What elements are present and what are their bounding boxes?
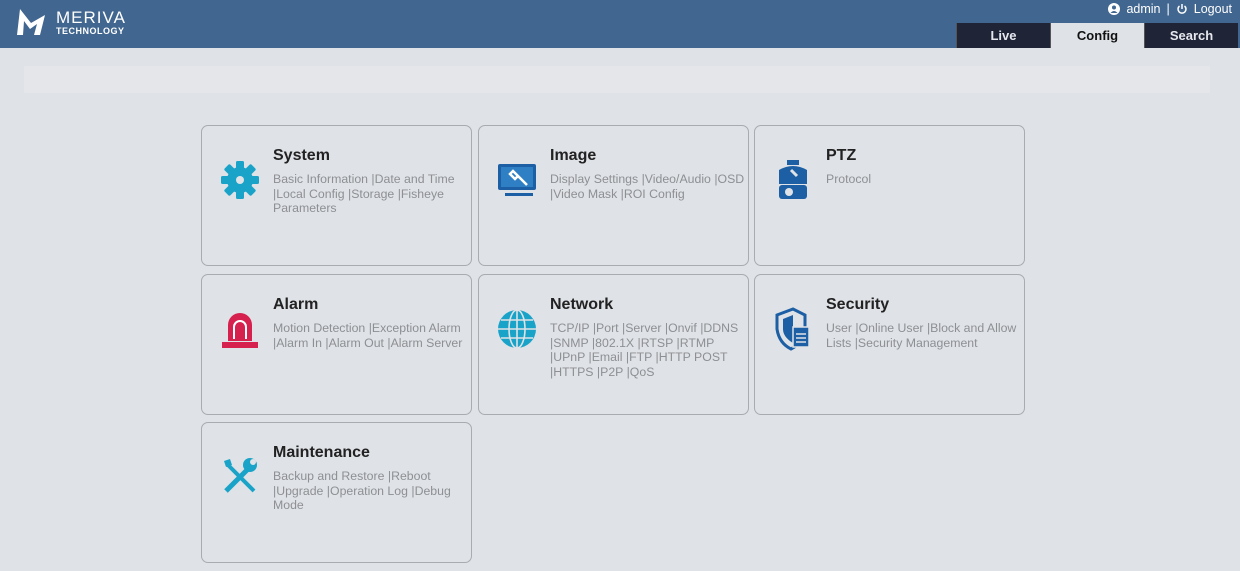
logout-link[interactable]: Logout — [1193, 2, 1232, 16]
monitor-wrench-icon — [495, 158, 539, 202]
card-links: Motion Detection |Exception Alarm |Alarm… — [273, 321, 463, 350]
tools-icon — [218, 455, 262, 499]
card-links: User |Online User |Block and Allow Lists… — [826, 321, 1017, 350]
link-port[interactable]: Port — [596, 321, 619, 335]
link-email[interactable]: Email — [591, 350, 623, 365]
card-links: Backup and Restore |Reboot |Upgrade |Ope… — [273, 469, 451, 513]
user-icon — [1108, 3, 1121, 15]
link-fisheye-parameters[interactable]: Fisheye Parameters — [273, 186, 444, 216]
link-protocol[interactable]: Protocol — [826, 172, 872, 186]
link-alarm-out[interactable]: Alarm Out — [328, 335, 384, 350]
config-card-network[interactable]: Network TCP/IP |Port |Server |Onvif |DDN… — [478, 274, 749, 415]
link-alarm-server[interactable]: Alarm Server — [390, 335, 463, 350]
link-security-management[interactable]: Security Management — [857, 335, 978, 350]
config-card-image[interactable]: Image Display Settings |Video/Audio |OSD… — [478, 125, 749, 266]
link-rtsp[interactable]: RTSP — [640, 335, 674, 350]
card-title[interactable]: PTZ — [826, 147, 857, 164]
link-tcp-ip[interactable]: TCP/IP — [550, 321, 590, 335]
link-alarm-in[interactable]: Alarm In — [276, 335, 322, 350]
link-basic-information[interactable]: Basic Information — [273, 172, 369, 186]
config-card-system[interactable]: System Basic Information |Date and Time … — [201, 125, 472, 266]
globe-icon — [495, 307, 539, 351]
gear-icon — [218, 158, 262, 202]
card-links: Display Settings |Video/Audio |OSD |Vide… — [550, 172, 745, 201]
link-debug-mode[interactable]: Debug Mode — [273, 483, 451, 513]
link-motion-detection[interactable]: Motion Detection — [273, 321, 366, 335]
link-qos[interactable]: QoS — [629, 364, 655, 379]
link-display-settings[interactable]: Display Settings — [550, 172, 639, 186]
link-local-config[interactable]: Local Config — [276, 186, 345, 201]
link-upgrade[interactable]: Upgrade — [276, 483, 324, 498]
logo: MERIVA TECHNOLOGY — [14, 5, 126, 39]
link-p2p[interactable]: P2P — [600, 364, 624, 379]
username[interactable]: admin — [1126, 2, 1161, 16]
link-ftp[interactable]: FTP — [629, 350, 653, 365]
link-snmp[interactable]: SNMP — [553, 335, 589, 350]
brand-name: MERIVA — [56, 7, 126, 27]
card-title[interactable]: System — [273, 147, 330, 164]
link-https[interactable]: HTTPS — [553, 364, 594, 379]
link-http-post[interactable]: HTTP POST — [658, 350, 728, 365]
link-onvif[interactable]: Onvif — [668, 321, 697, 335]
tab-live[interactable]: Live — [956, 23, 1050, 48]
link-reboot[interactable]: Reboot — [391, 469, 431, 483]
link-ddns[interactable]: DDNS — [703, 321, 739, 335]
link-video-audio[interactable]: Video/Audio — [644, 172, 711, 186]
card-title[interactable]: Network — [550, 296, 614, 313]
link-osd[interactable]: OSD — [717, 172, 745, 186]
config-card-security[interactable]: Security User |Online User |Block and Al… — [754, 274, 1025, 415]
shield-document-icon — [771, 307, 815, 351]
top-header: MERIVA TECHNOLOGY admin | Logout Live Co… — [0, 0, 1240, 48]
link-backup-and-restore[interactable]: Backup and Restore — [273, 469, 385, 483]
config-card-maintenance[interactable]: Maintenance Backup and Restore |Reboot |… — [201, 422, 472, 563]
config-card-ptz[interactable]: PTZ Protocol — [754, 125, 1025, 266]
link-server[interactable]: Server — [625, 321, 662, 335]
card-title[interactable]: Security — [826, 296, 890, 313]
link-rtmp[interactable]: RTMP — [679, 335, 715, 350]
link-802-1x[interactable]: 802.1X — [595, 335, 635, 350]
config-card-alarm[interactable]: Alarm Motion Detection |Exception Alarm … — [201, 274, 472, 415]
link-block-and-allow-lists[interactable]: Block and Allow Lists — [826, 321, 1017, 350]
link-online-user[interactable]: Online User — [858, 321, 924, 335]
meriva-logo-icon — [17, 9, 45, 35]
link-video-mask[interactable]: Video Mask — [553, 186, 618, 201]
card-title[interactable]: Alarm — [273, 296, 319, 313]
tab-search[interactable]: Search — [1144, 23, 1238, 48]
alarm-siren-icon — [218, 307, 262, 351]
separator: | — [1166, 2, 1170, 16]
link-user[interactable]: User — [826, 321, 852, 335]
card-links: Protocol — [826, 172, 1022, 187]
power-icon[interactable] — [1176, 3, 1188, 15]
link-roi-config[interactable]: ROI Config — [623, 186, 685, 201]
link-date-and-time[interactable]: Date and Time — [374, 172, 455, 186]
brand-sub: TECHNOLOGY — [56, 25, 125, 36]
toolbar-band — [24, 66, 1210, 93]
card-links: Basic Information |Date and Time |Local … — [273, 172, 455, 216]
ptz-camera-icon — [771, 158, 815, 202]
card-links: TCP/IP |Port |Server |Onvif |DDNS |SNMP … — [550, 321, 739, 379]
link-storage[interactable]: Storage — [351, 186, 395, 201]
link-upnp[interactable]: UPnP — [553, 350, 586, 365]
tab-config[interactable]: Config — [1050, 23, 1144, 48]
card-title[interactable]: Image — [550, 147, 597, 164]
link-operation-log[interactable]: Operation Log — [330, 483, 408, 498]
card-title[interactable]: Maintenance — [273, 444, 370, 461]
link-exception-alarm[interactable]: Exception Alarm — [371, 321, 461, 335]
